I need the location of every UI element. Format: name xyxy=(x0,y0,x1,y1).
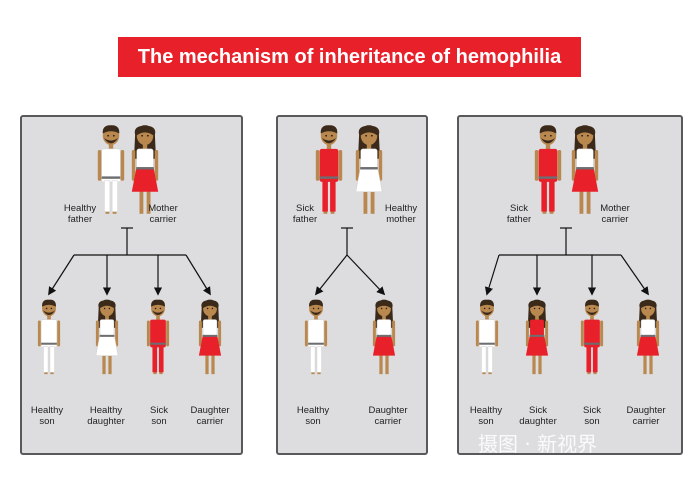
panel1-child1-figure xyxy=(37,299,61,375)
panel2-child1-figure xyxy=(304,299,328,375)
panel3-child3-figure xyxy=(580,299,604,375)
panel2-arrow-1 xyxy=(314,254,348,296)
diagram-title: The mechanism of inheritance of hemophil… xyxy=(118,37,581,77)
panel-sick-father-healthy-mother xyxy=(276,115,428,455)
panel3-arrow-4 xyxy=(620,254,649,296)
panel3-parent1-figure xyxy=(534,125,562,214)
panel1-parent1-figure xyxy=(97,125,125,214)
panel1-parent2-figure xyxy=(131,125,159,214)
panel1-arrow-1 xyxy=(48,254,75,296)
panel3-arrow-1 xyxy=(484,254,500,296)
panel3-child1-figure xyxy=(475,299,499,375)
panel3-child2-figure xyxy=(525,299,549,375)
panel2-parent1-figure xyxy=(315,125,343,214)
panel3-child4-figure xyxy=(636,299,660,375)
panel3-parent2-figure xyxy=(571,125,599,214)
panel2-parent2-figure xyxy=(355,125,383,214)
panel1-child4-figure xyxy=(198,299,222,375)
panel2-arrow-2 xyxy=(346,254,386,296)
watermark: 摄图 · 新视界 xyxy=(478,432,598,456)
panel2-child2-figure xyxy=(372,299,396,375)
panel-sick-father-carrier-mother xyxy=(457,115,683,455)
panel1-child3-figure xyxy=(146,299,170,375)
panel1-child2-figure xyxy=(95,299,119,375)
panel1-arrow-4 xyxy=(185,254,211,296)
panel-healthy-father-carrier-mother xyxy=(20,115,243,455)
